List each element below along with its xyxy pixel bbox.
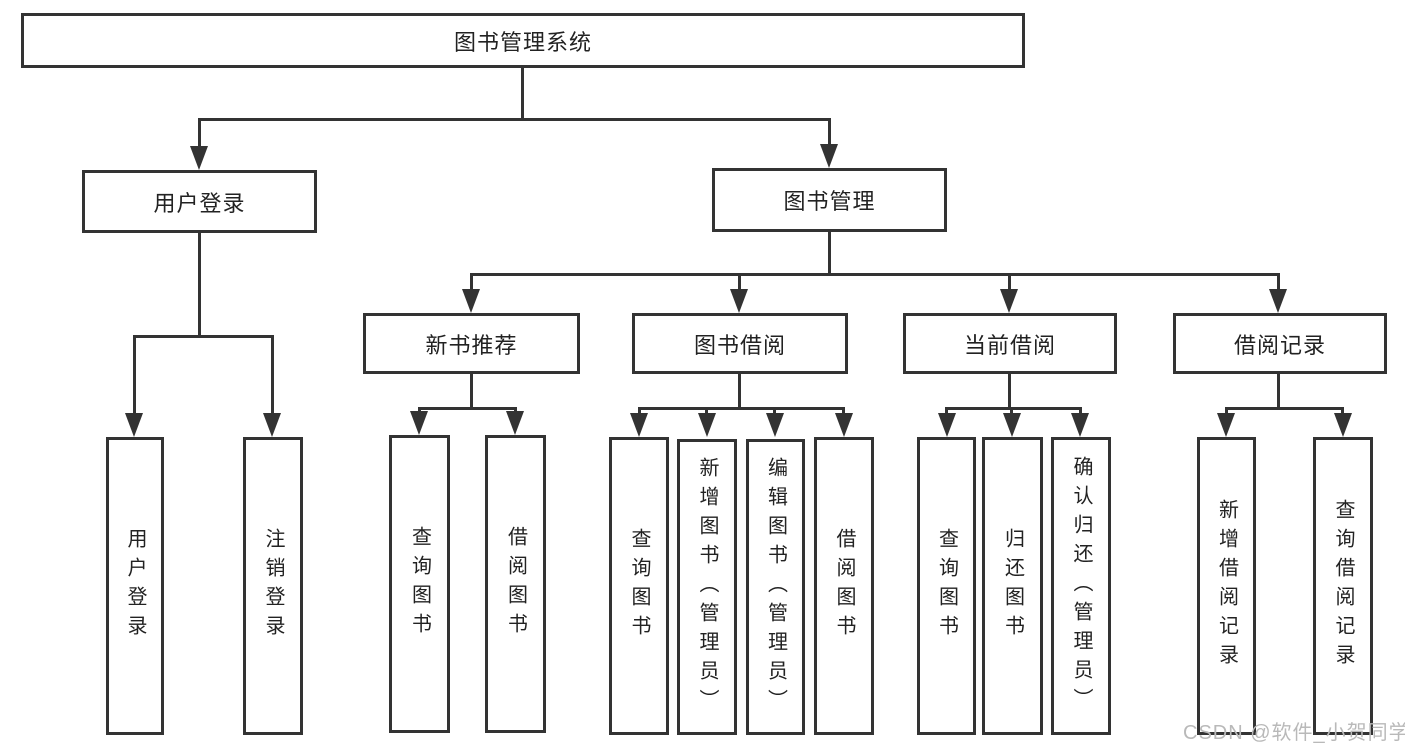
- arrow-down-icon: [1071, 413, 1089, 437]
- connector-line: [198, 233, 201, 337]
- arrow-down-icon: [766, 413, 784, 437]
- leaf-return-books: 归还图书: [982, 437, 1043, 735]
- node-book-borrow: 图书借阅: [632, 313, 848, 374]
- node-label: 图书借阅: [693, 332, 786, 358]
- arrow-down-icon: [125, 413, 143, 437]
- leaf-label: 查询借阅记录: [1332, 499, 1354, 673]
- connector-line: [470, 374, 473, 409]
- arrow-down-icon: [506, 411, 524, 435]
- node-user-login: 用户登录: [82, 170, 317, 233]
- leaf-query-books-recommend: 查询图书: [389, 435, 450, 733]
- connector-line: [470, 273, 1280, 276]
- connector-line: [1079, 407, 1082, 416]
- arrow-down-icon: [1269, 289, 1287, 313]
- leaf-label: 确认归还（管理员）: [1070, 455, 1092, 717]
- arrow-down-icon: [1003, 413, 1021, 437]
- arrow-down-icon: [1000, 289, 1018, 313]
- connector-line: [1008, 374, 1011, 409]
- leaf-label: 编辑图书（管理员）: [764, 456, 787, 718]
- arrow-down-icon: [730, 289, 748, 313]
- connector-line: [773, 407, 776, 416]
- arrow-down-icon: [938, 413, 956, 437]
- leaf-label: 用户登录: [124, 528, 146, 644]
- connector-line: [198, 118, 201, 148]
- connector-line: [1225, 407, 1344, 410]
- leaf-add-books-admin: 新增图书（管理员）: [677, 439, 737, 735]
- leaf-edit-books-admin: 编辑图书（管理员）: [746, 439, 805, 735]
- connector-line: [133, 335, 136, 417]
- leaf-label: 查询图书: [628, 528, 650, 644]
- arrow-down-icon: [1217, 413, 1235, 437]
- connector-line: [521, 68, 524, 120]
- node-label: 用户登录: [153, 190, 246, 216]
- arrow-down-icon: [630, 413, 648, 437]
- connector-line: [1277, 273, 1280, 293]
- leaf-label: 注销登录: [262, 528, 284, 644]
- node-label: 新书推荐: [425, 332, 518, 358]
- connector-line: [738, 273, 741, 293]
- leaf-query-books-borrow: 查询图书: [609, 437, 669, 735]
- node-current-borrow: 当前借阅: [903, 313, 1117, 374]
- connector-line: [738, 374, 741, 409]
- connector-line: [1008, 273, 1011, 293]
- arrow-down-icon: [835, 413, 853, 437]
- connector-line: [133, 335, 274, 338]
- leaf-label: 新增图书（管理员）: [696, 456, 718, 718]
- arrow-down-icon: [462, 289, 480, 313]
- node-new-book-recommend: 新书推荐: [363, 313, 580, 374]
- leaf-user-login: 用户登录: [106, 437, 164, 735]
- leaf-label: 借阅图书: [833, 528, 855, 644]
- arrow-down-icon: [1334, 413, 1352, 437]
- connector-line: [271, 335, 274, 417]
- leaf-confirm-return-admin: 确认归还（管理员）: [1051, 437, 1111, 735]
- node-label: 当前借阅: [963, 332, 1056, 358]
- node-book-management: 图书管理: [712, 168, 947, 232]
- leaf-label: 查询图书: [935, 528, 958, 644]
- connector-line: [1277, 374, 1280, 409]
- connector-line: [638, 407, 641, 416]
- connector-line: [828, 232, 831, 275]
- connector-line: [198, 118, 831, 121]
- node-borrow-records: 借阅记录: [1173, 313, 1387, 374]
- leaf-borrow-books: 借阅图书: [814, 437, 874, 735]
- node-library-system: 图书管理系统: [21, 13, 1025, 68]
- leaf-label: 查询图书: [408, 526, 431, 642]
- connector-line: [1010, 407, 1013, 416]
- arrow-down-icon: [698, 413, 716, 437]
- connector-line: [418, 407, 517, 410]
- connector-line: [842, 407, 845, 416]
- leaf-query-borrow-record: 查询借阅记录: [1313, 437, 1373, 735]
- arrow-down-icon: [263, 413, 281, 437]
- connector-line: [470, 273, 473, 293]
- leaf-query-books-current: 查询图书: [917, 437, 976, 735]
- connector-line: [638, 407, 845, 410]
- node-label: 图书管理: [783, 189, 876, 214]
- node-label: 图书管理系统: [453, 29, 592, 55]
- leaf-label: 新增借阅记录: [1215, 499, 1238, 673]
- connector-line: [945, 407, 1082, 410]
- node-label: 借阅记录: [1233, 332, 1326, 358]
- connector-line: [828, 118, 831, 146]
- connector-line: [1341, 407, 1344, 416]
- leaf-logout: 注销登录: [243, 437, 303, 735]
- connector-line: [1225, 407, 1228, 416]
- connector-line: [705, 407, 708, 416]
- leaf-borrow-books-recommend: 借阅图书: [485, 435, 546, 733]
- arrow-down-icon: [820, 144, 838, 168]
- watermark: CSDN @软件_小贺同学: [1183, 722, 1405, 744]
- leaf-label: 归还图书: [1001, 528, 1024, 644]
- leaf-add-borrow-record: 新增借阅记录: [1197, 437, 1256, 735]
- arrow-down-icon: [410, 411, 428, 435]
- connector-line: [945, 407, 948, 416]
- leaf-label: 借阅图书: [504, 526, 527, 642]
- arrow-down-icon: [190, 146, 208, 170]
